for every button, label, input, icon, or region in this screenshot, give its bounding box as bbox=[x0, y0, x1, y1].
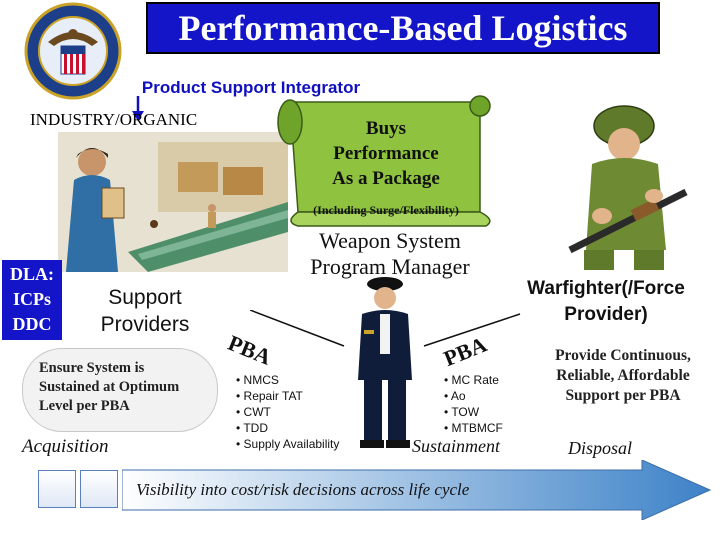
support-providers-label: Support Providers bbox=[90, 284, 200, 338]
metric-item: • MTBMCF bbox=[444, 421, 503, 435]
lifecycle-square bbox=[80, 470, 118, 508]
scroll-line: As a Package bbox=[332, 168, 440, 189]
dod-seal-logo bbox=[24, 2, 122, 100]
warfighter-line: Provider) bbox=[564, 304, 648, 325]
dla-box: DLA: ICPs DDC bbox=[2, 260, 62, 340]
metric-item: • TDD bbox=[236, 421, 268, 435]
support-line: Support bbox=[108, 286, 182, 309]
metric-item: • Ao bbox=[444, 389, 466, 403]
scroll-banner bbox=[277, 95, 491, 227]
program-manager-line: Weapon System bbox=[319, 228, 461, 253]
ensure-system-box: Ensure System is Sustained at Optimum Le… bbox=[22, 348, 218, 432]
program-manager-label: Weapon System Program Manager bbox=[280, 228, 500, 280]
dla-line: DLA: bbox=[10, 264, 54, 284]
page-title: Performance-Based Logistics bbox=[146, 2, 660, 54]
scroll-subtitle: (Including Surge/Flexibility) bbox=[313, 203, 459, 217]
provide-line: Support per PBA bbox=[565, 387, 681, 404]
warfighter-line: Warfighter(/Force bbox=[527, 278, 685, 299]
ensure-line: Level per PBA bbox=[39, 398, 130, 414]
scroll-line: Performance bbox=[333, 143, 439, 164]
dla-line: ICPs bbox=[12, 289, 51, 309]
connector-lines bbox=[250, 310, 521, 347]
lifecycle-arrow bbox=[122, 460, 712, 520]
acquisition-label: Acquisition bbox=[22, 436, 109, 457]
down-arrow-icon bbox=[132, 96, 144, 121]
officer-illustration bbox=[358, 277, 412, 448]
warfighter-metrics: • MC Rate • Ao • TOW • MTBMCF bbox=[444, 372, 503, 436]
metric-item: • CWT bbox=[236, 405, 271, 419]
metric-item: • NMCS bbox=[236, 373, 279, 387]
provide-line: Reliable, Affordable bbox=[556, 367, 690, 384]
warfighter-label: Warfighter(/Force Provider) bbox=[506, 276, 706, 328]
scroll-text: Buys Performance As a Package bbox=[292, 116, 480, 191]
visibility-caption: Visibility into cost/risk decisions acro… bbox=[136, 480, 470, 499]
scroll-line: Buys bbox=[365, 118, 407, 139]
provide-support-text: Provide Continuous, Reliable, Affordable… bbox=[528, 346, 718, 406]
program-manager-metrics: • NMCS • Repair TAT • CWT • TDD • Supply… bbox=[236, 372, 339, 452]
program-manager-line: Program Manager bbox=[310, 254, 470, 279]
warehouse-worker-illustration bbox=[58, 132, 288, 272]
support-line: Providers bbox=[100, 313, 190, 336]
industry-organic-label: INDUSTRY/ORGANIC bbox=[30, 110, 198, 129]
metric-item: • Supply Availability bbox=[236, 437, 340, 451]
ensure-line: Ensure System is bbox=[39, 360, 145, 376]
metric-item: • Repair TAT bbox=[236, 389, 303, 403]
product-support-integrator-label: Product Support Integrator bbox=[141, 78, 361, 97]
disposal-label: Disposal bbox=[568, 438, 633, 458]
lifecycle-square bbox=[38, 470, 76, 508]
sustainment-label: Sustainment bbox=[412, 436, 500, 456]
provide-line: Provide Continuous, bbox=[555, 347, 691, 364]
metric-item: • MC Rate bbox=[444, 373, 499, 387]
metric-item: • TOW bbox=[444, 405, 480, 419]
soldier-illustration bbox=[568, 105, 688, 270]
ensure-line: Sustained at Optimum bbox=[39, 379, 180, 395]
dla-line: DDC bbox=[12, 314, 52, 334]
